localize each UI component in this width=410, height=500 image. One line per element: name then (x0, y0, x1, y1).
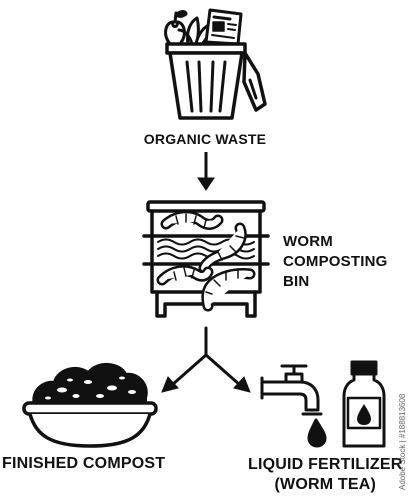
split-arrow-icon (161, 326, 251, 393)
liquid-fertilizer-label: LIQUID FERTILIZER (WORM TEA) (248, 455, 403, 495)
faucet-icon (260, 364, 327, 448)
worm-bin-label-line3: BIN (283, 273, 310, 290)
arrow-down-icon (197, 152, 215, 191)
stock-credit: Adobe Stock | #188813608 (398, 393, 407, 490)
worm-bin-label: WORM COMPOSTING BIN (283, 232, 388, 292)
finished-compost-label: FINISHED COMPOST (2, 455, 166, 472)
trash-can-icon (164, 8, 267, 120)
worm-icons (156, 210, 256, 312)
liquid-fertilizer-label-line1: LIQUID FERTILIZER (248, 456, 403, 473)
organic-waste-label: ORGANIC WASTE (143, 131, 267, 147)
worm-bin-label-line1: WORM (283, 233, 333, 250)
worm-bin-label-line2: COMPOSTING (283, 253, 388, 270)
liquid-fertilizer-label-line2: (WORM TEA) (274, 476, 377, 493)
compost-bowl-icon (22, 363, 158, 448)
apple-core-icon (164, 10, 188, 46)
bottle-icon (342, 360, 386, 448)
newspaper-icon (204, 8, 243, 46)
